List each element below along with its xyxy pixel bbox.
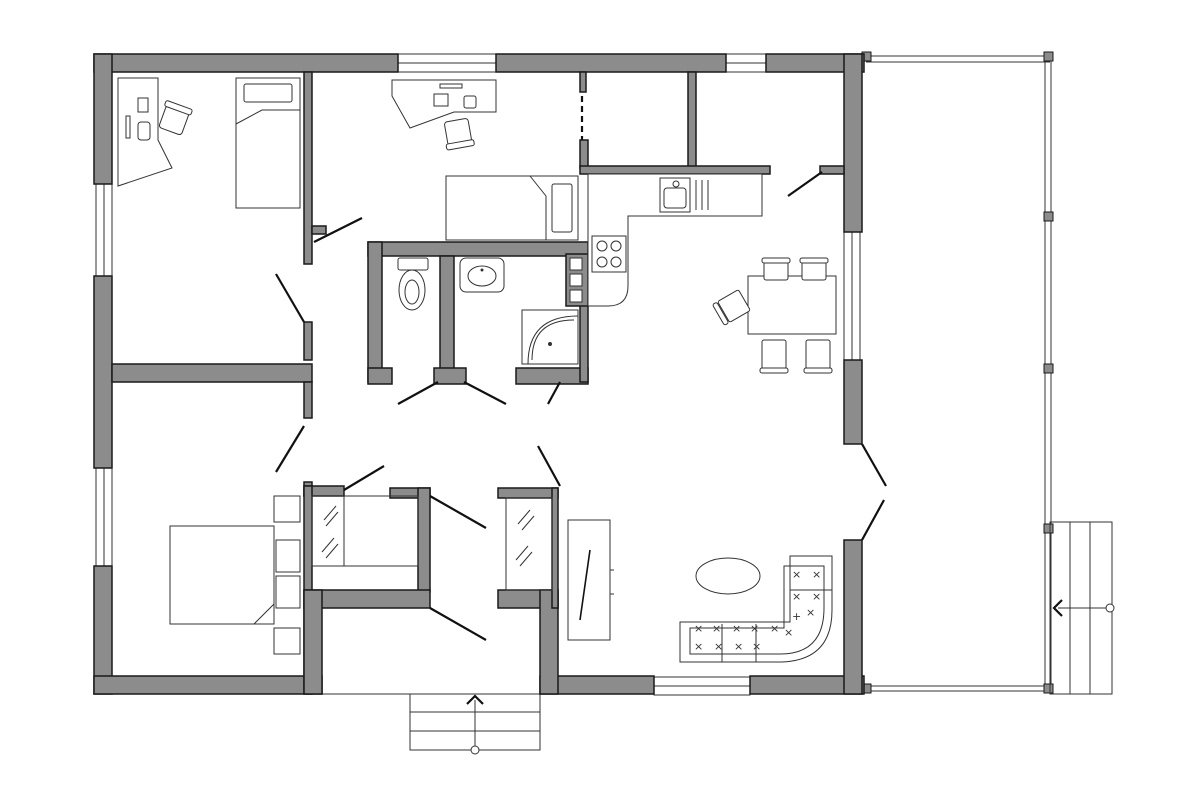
terrace-post xyxy=(1043,211,1054,222)
svg-text:×: × xyxy=(770,622,779,635)
svg-text:+: + xyxy=(792,610,801,623)
entrance-arrow-icon xyxy=(466,694,484,705)
stove xyxy=(591,235,627,273)
kitchen xyxy=(587,173,763,307)
shower xyxy=(521,309,579,365)
pillow xyxy=(243,83,293,103)
monitor xyxy=(137,121,151,141)
pillow xyxy=(275,539,301,573)
svg-text:×: × xyxy=(784,626,793,639)
svg-text:×: × xyxy=(812,568,821,581)
svg-text:×: × xyxy=(694,622,703,635)
wardrobe xyxy=(505,497,553,591)
svg-text:×: × xyxy=(694,640,703,653)
bedroom-top-left xyxy=(117,77,301,209)
svg-text:×: × xyxy=(806,606,815,619)
pillow xyxy=(551,183,573,233)
doors xyxy=(275,96,887,641)
dining-area xyxy=(712,257,837,374)
nightstand xyxy=(273,495,301,523)
svg-text:×: × xyxy=(714,640,723,653)
svg-text:×: × xyxy=(812,590,821,603)
living-room: × × × × × × × × × × × × × + × × xyxy=(567,519,833,663)
dining-table xyxy=(747,275,837,335)
keyboard xyxy=(439,83,463,89)
chair xyxy=(803,339,833,374)
desk-chair xyxy=(444,118,475,151)
bedroom-bottom-left xyxy=(169,495,301,655)
sofa-cushion-marks: × × × × × × × × × × × × × + × × xyxy=(694,568,821,653)
study-room xyxy=(391,79,579,241)
tv-stand xyxy=(567,519,611,641)
sofa xyxy=(679,555,833,663)
svg-text:×: × xyxy=(750,622,759,635)
svg-text:×: × xyxy=(752,640,761,653)
terrace-steps xyxy=(1049,521,1115,695)
bathroom xyxy=(397,253,589,365)
terrace-arrow-icon xyxy=(1052,599,1063,617)
terrace-post xyxy=(1043,363,1054,374)
terrace-post xyxy=(1043,51,1054,62)
coffee-table xyxy=(695,557,761,595)
terrace-post xyxy=(1043,683,1054,694)
chair xyxy=(712,289,751,326)
desk-item xyxy=(463,95,477,109)
svg-text:×: × xyxy=(712,622,721,635)
desk-item xyxy=(137,97,149,113)
svg-text:×: × xyxy=(734,640,743,653)
nightstand xyxy=(273,627,301,655)
chair xyxy=(759,339,789,374)
pillow xyxy=(275,575,301,609)
keyboard xyxy=(125,115,131,139)
kitchen-counter xyxy=(587,173,763,307)
terrace xyxy=(861,51,1054,694)
wardrobe xyxy=(311,495,419,567)
svg-text:×: × xyxy=(732,622,741,635)
entrance-steps xyxy=(409,693,541,755)
wardrobes xyxy=(311,495,553,591)
svg-text:×: × xyxy=(792,590,801,603)
walls xyxy=(93,53,865,695)
desk-item xyxy=(433,93,449,107)
desk-chair xyxy=(158,100,193,136)
terrace-post xyxy=(1043,523,1054,534)
chair xyxy=(799,257,829,281)
double-bed xyxy=(169,525,275,625)
toilet-tank xyxy=(397,257,429,271)
svg-text:×: × xyxy=(792,568,801,581)
chair xyxy=(761,257,791,281)
